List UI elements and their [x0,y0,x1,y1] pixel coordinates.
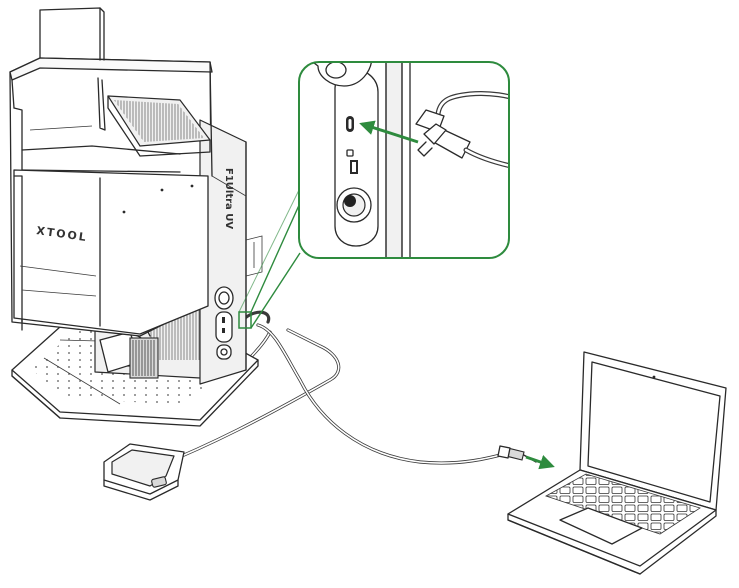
front-lid [13,169,209,335]
power-button-icon [214,286,234,310]
callout-connectors [238,189,301,329]
laptop-arrow-icon [525,454,555,470]
usb-cable [256,323,514,465]
laptop-usb-plug [497,445,555,470]
side-model-label: F1Ultra UV [223,168,234,229]
foot-pedal-icon [103,443,185,501]
laser-engraver-icon: XTOOL F1Ultra UV [9,7,263,427]
callout-frame [298,61,510,259]
port-panel [215,311,233,343]
insert-arrow-icon [359,120,419,144]
laptop-icon [507,351,727,575]
usb-c-port-icon [298,61,510,259]
